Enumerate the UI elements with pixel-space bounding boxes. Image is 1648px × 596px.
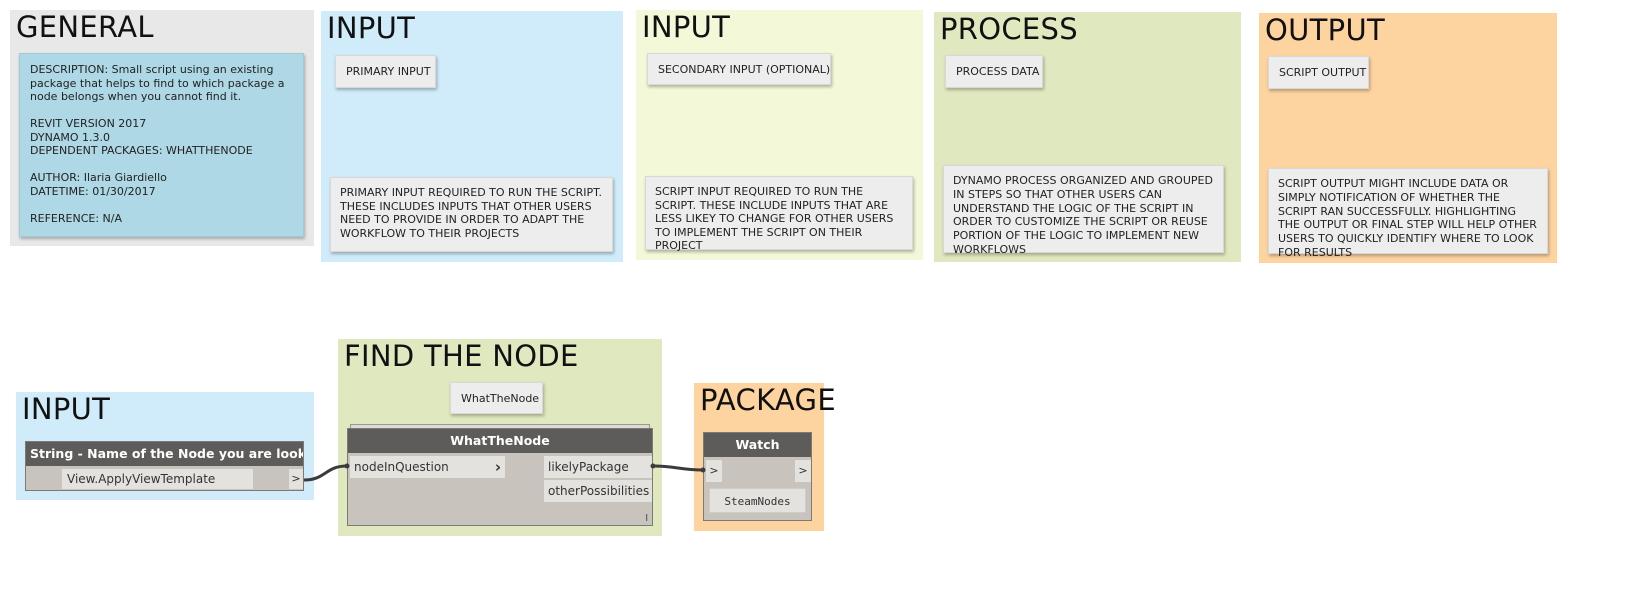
watch-input-port[interactable]: > <box>706 460 722 482</box>
general-description-note[interactable]: DESCRIPTION: Small script using an exist… <box>19 53 304 237</box>
watch-value-display[interactable]: SteamNodes <box>709 488 806 513</box>
whatthenode-node[interactable]: WhatTheNode nodeInQuestion › likelyPacka… <box>347 428 653 526</box>
watch-output-port[interactable]: > <box>795 460 811 482</box>
string-input-node[interactable]: String - Name of the Node you are lookin… <box>25 441 304 491</box>
string-input-node-header[interactable]: String - Name of the Node you are lookin… <box>26 442 303 466</box>
script-output-label[interactable]: SCRIPT OUTPUT <box>1268 56 1369 89</box>
primary-input-note[interactable]: PRIMARY INPUT REQUIRED TO RUN THE SCRIPT… <box>330 177 613 252</box>
watch-node[interactable]: Watch > > SteamNodes <box>703 432 812 521</box>
process-note[interactable]: DYNAMO PROCESS ORGANIZED AND GROUPED IN … <box>943 165 1224 256</box>
process-data-label[interactable]: PROCESS DATA <box>945 55 1043 88</box>
secondary-input-note[interactable]: SCRIPT INPUT REQUIRED TO RUN THE SCRIPT.… <box>645 176 913 252</box>
node-in-question-label: nodeInQuestion <box>354 460 449 474</box>
group-input-secondary[interactable]: INPUT SECONDARY INPUT (OPTIONAL) SCRIPT … <box>636 10 923 260</box>
group-title-process: PROCESS <box>940 12 1078 46</box>
group-general[interactable]: GENERAL DESCRIPTION: Small script using … <box>10 10 314 246</box>
group-process[interactable]: PROCESS PROCESS DATA DYNAMO PROCESS ORGA… <box>934 12 1241 262</box>
group-title-package: PACKAGE <box>700 383 836 417</box>
group-title-find-the-node: FIND THE NODE <box>344 339 579 373</box>
group-input-primary[interactable]: INPUT PRIMARY INPUT PRIMARY INPUT REQUIR… <box>321 11 623 262</box>
other-possibilities-output-port[interactable]: otherPossibilities <box>544 480 652 502</box>
port-chevron-right-icon: › <box>494 458 501 476</box>
group-title-input-primary: INPUT <box>327 11 416 45</box>
group-title-input-bottom: INPUT <box>22 392 111 426</box>
string-output-port[interactable]: > <box>289 469 303 489</box>
string-input-value-field[interactable]: View.ApplyViewTemplate <box>62 469 253 489</box>
node-in-question-input-port[interactable]: nodeInQuestion › <box>350 456 505 478</box>
group-title-general: GENERAL <box>16 10 154 44</box>
secondary-input-label[interactable]: SECONDARY INPUT (OPTIONAL) <box>647 53 831 85</box>
watch-node-header[interactable]: Watch <box>704 433 811 457</box>
whatthenode-label[interactable]: WhatTheNode <box>450 382 543 414</box>
whatthenode-stack-shadow <box>350 424 650 430</box>
group-title-output: OUTPUT <box>1265 13 1385 47</box>
node-resize-grip-icon[interactable]: l <box>645 514 648 524</box>
group-output[interactable]: OUTPUT SCRIPT OUTPUT SCRIPT OUTPUT MIGHT… <box>1259 13 1557 263</box>
output-note[interactable]: SCRIPT OUTPUT MIGHT INCLUDE DATA OR SIMP… <box>1268 168 1548 259</box>
likely-package-output-port[interactable]: likelyPackage <box>544 456 652 478</box>
whatthenode-node-header[interactable]: WhatTheNode <box>348 429 652 453</box>
primary-input-label[interactable]: PRIMARY INPUT <box>335 55 436 88</box>
group-title-input-secondary: INPUT <box>642 10 731 44</box>
